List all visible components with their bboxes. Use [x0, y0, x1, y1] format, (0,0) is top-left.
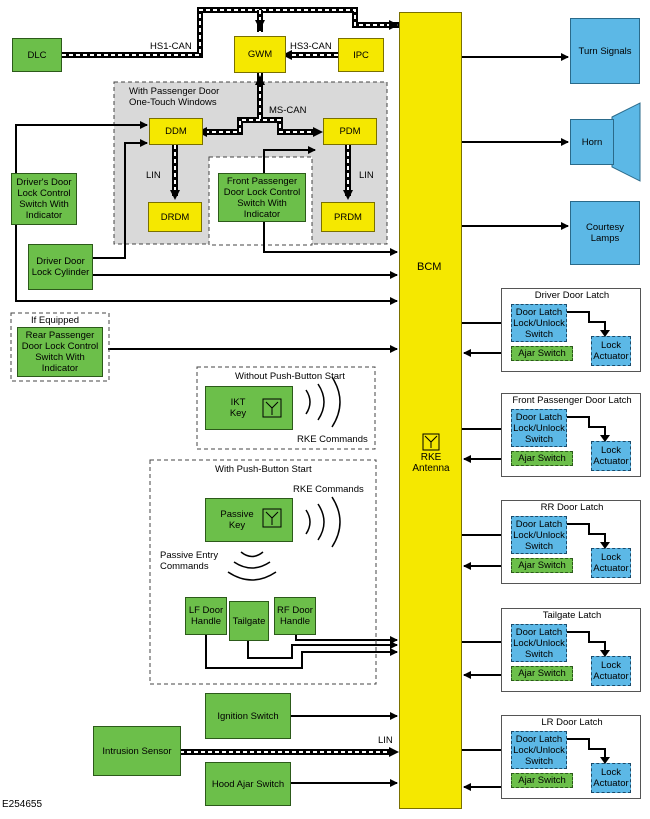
rear-switch-label: Rear Passenger Door Lock Control Switch …	[21, 330, 99, 374]
with-pbs-label: With Push-Button Start	[215, 464, 312, 475]
ignition-label: Ignition Switch	[217, 710, 279, 722]
driver-door-lock-cylinder: Driver Door Lock Cylinder	[28, 244, 93, 290]
gwm-module: GWM	[234, 36, 286, 73]
hood-label: Hood Ajar Switch	[211, 778, 285, 790]
pdm-label: PDM	[339, 126, 361, 137]
with-pbs-group	[149, 459, 377, 685]
turn-signals-output: Turn Signals	[570, 18, 640, 84]
latch-link-arrow	[567, 631, 610, 657]
passive-key-antenna-icon	[262, 508, 282, 528]
rke-waves	[227, 376, 341, 581]
horn-output: Horn	[570, 119, 614, 165]
ipc-module: IPC	[338, 38, 384, 72]
passive-entry-label: Passive Entry Commands	[160, 550, 219, 572]
dlc-module: DLC	[12, 38, 62, 72]
lin-label-bottom: LIN	[378, 735, 393, 746]
lf-door-handle: LF Door Handle	[185, 597, 227, 635]
hood-ajar-switch: Hood Ajar Switch	[205, 762, 291, 806]
latch-lock-actuator: Lock Actuator	[591, 548, 631, 578]
latch-link-arrow	[567, 416, 610, 442]
prdm-module: PRDM	[321, 202, 375, 232]
signal-wires	[15, 53, 569, 787]
latch-ajar-switch: Ajar Switch	[511, 451, 573, 466]
latch-ajar-switch: Ajar Switch	[511, 666, 573, 681]
driver-switch-label: Driver's Door Lock Control Switch With I…	[16, 177, 72, 221]
latch-lock-unlock-switch: Door Latch Lock/Unlock Switch	[511, 624, 567, 662]
latch-title: Driver Door Latch	[534, 290, 610, 301]
driver-door-lock-switch: Driver's Door Lock Control Switch With I…	[11, 173, 77, 225]
ipc-label: IPC	[353, 49, 369, 61]
driver-cylinder-label: Driver Door Lock Cylinder	[31, 256, 90, 278]
ddm-label: DDM	[165, 126, 187, 137]
latch-lock-unlock-switch: Door Latch Lock/Unlock Switch	[511, 304, 567, 342]
without-pbs-group	[196, 366, 376, 450]
pdm-module: PDM	[323, 118, 377, 145]
tailgate-label: Tailgate	[232, 615, 266, 627]
latch-lock-unlock-switch: Door Latch Lock/Unlock Switch	[511, 409, 567, 447]
latch-lock-actuator: Lock Actuator	[591, 441, 631, 471]
ms-can-label: MS-CAN	[269, 105, 307, 116]
intrusion-label: Intrusion Sensor	[102, 745, 172, 757]
ignition-switch: Ignition Switch	[205, 693, 291, 739]
rke-commands-label-2: RKE Commands	[293, 484, 364, 495]
rf-door-handle: RF Door Handle	[274, 597, 316, 635]
latch-title: LR Door Latch	[541, 717, 603, 728]
horn-label: Horn	[581, 136, 603, 148]
rke-commands-label-1: RKE Commands	[297, 434, 368, 445]
ddm-module: DDM	[149, 118, 203, 145]
rear-passenger-lock-switch: Rear Passenger Door Lock Control Switch …	[17, 327, 103, 377]
bcm-module	[399, 12, 462, 809]
figure-id: E254655	[2, 799, 43, 810]
latch-ajar-switch: Ajar Switch	[511, 773, 573, 788]
rke-antenna-label: RKE Antenna	[412, 452, 450, 474]
rf-handle-label: RF Door Handle	[277, 605, 313, 627]
tailgate-input: Tailgate	[229, 601, 269, 641]
latch-ajar-switch: Ajar Switch	[511, 558, 573, 573]
rke-antenna-icon	[422, 433, 440, 451]
latch-link-arrow	[567, 311, 610, 337]
if-equipped-label: If Equipped	[31, 315, 80, 326]
front-passenger-lock-switch: Front Passenger Door Lock Control Switch…	[218, 173, 306, 222]
without-pbs-label: Without Push-Button Start	[235, 371, 345, 382]
latch-lock-unlock-switch: Door Latch Lock/Unlock Switch	[511, 516, 567, 554]
intrusion-sensor: Intrusion Sensor	[93, 726, 181, 776]
courtesy-lamps-output: Courtesy Lamps	[570, 201, 640, 265]
ikt-key-label: IKT Key	[229, 397, 247, 419]
latch-title: Tailgate Latch	[542, 610, 602, 621]
lin-label-right: LIN	[359, 170, 374, 181]
drdm-label: DRDM	[160, 211, 190, 223]
courtesy-label: Courtesy Lamps	[585, 222, 624, 244]
drdm-module: DRDM	[148, 202, 202, 232]
turn-label: Turn Signals	[578, 45, 632, 57]
gwm-label: GWM	[247, 49, 273, 60]
latch-ajar-switch: Ajar Switch	[511, 346, 573, 361]
latch-lock-actuator: Lock Actuator	[591, 763, 631, 793]
passive-key: Passive Key	[205, 498, 293, 542]
fp-switch-label: Front Passenger Door Lock Control Switch…	[223, 175, 301, 220]
hs3-can-label: HS3-CAN	[290, 41, 332, 52]
latch-link-arrow	[567, 738, 610, 764]
latch-link-arrow	[567, 523, 610, 549]
if-equipped-group	[10, 312, 110, 382]
bcm-label: BCM	[417, 261, 442, 273]
ikt-key: IKT Key	[205, 386, 293, 430]
latch-lock-unlock-switch: Door Latch Lock/Unlock Switch	[511, 731, 567, 769]
ikt-antenna-icon	[262, 398, 282, 418]
one-touch-group-title: With Passenger Door One-Touch Windows	[129, 86, 220, 108]
bus-arrowheads	[170, 20, 399, 757]
latch-title: RR Door Latch	[540, 502, 604, 513]
latch-lock-actuator: Lock Actuator	[591, 656, 631, 686]
prdm-label: PRDM	[334, 211, 362, 223]
lf-handle-label: LF Door Handle	[188, 605, 224, 627]
horn-speaker-icon	[611, 102, 641, 182]
passive-key-label: Passive Key	[220, 509, 254, 531]
hs1-can-label: HS1-CAN	[150, 41, 192, 52]
latch-lock-actuator: Lock Actuator	[591, 336, 631, 366]
dlc-label: DLC	[27, 49, 47, 61]
lin-label-left: LIN	[146, 170, 161, 181]
latch-title: Front Passenger Door Latch	[512, 395, 632, 406]
